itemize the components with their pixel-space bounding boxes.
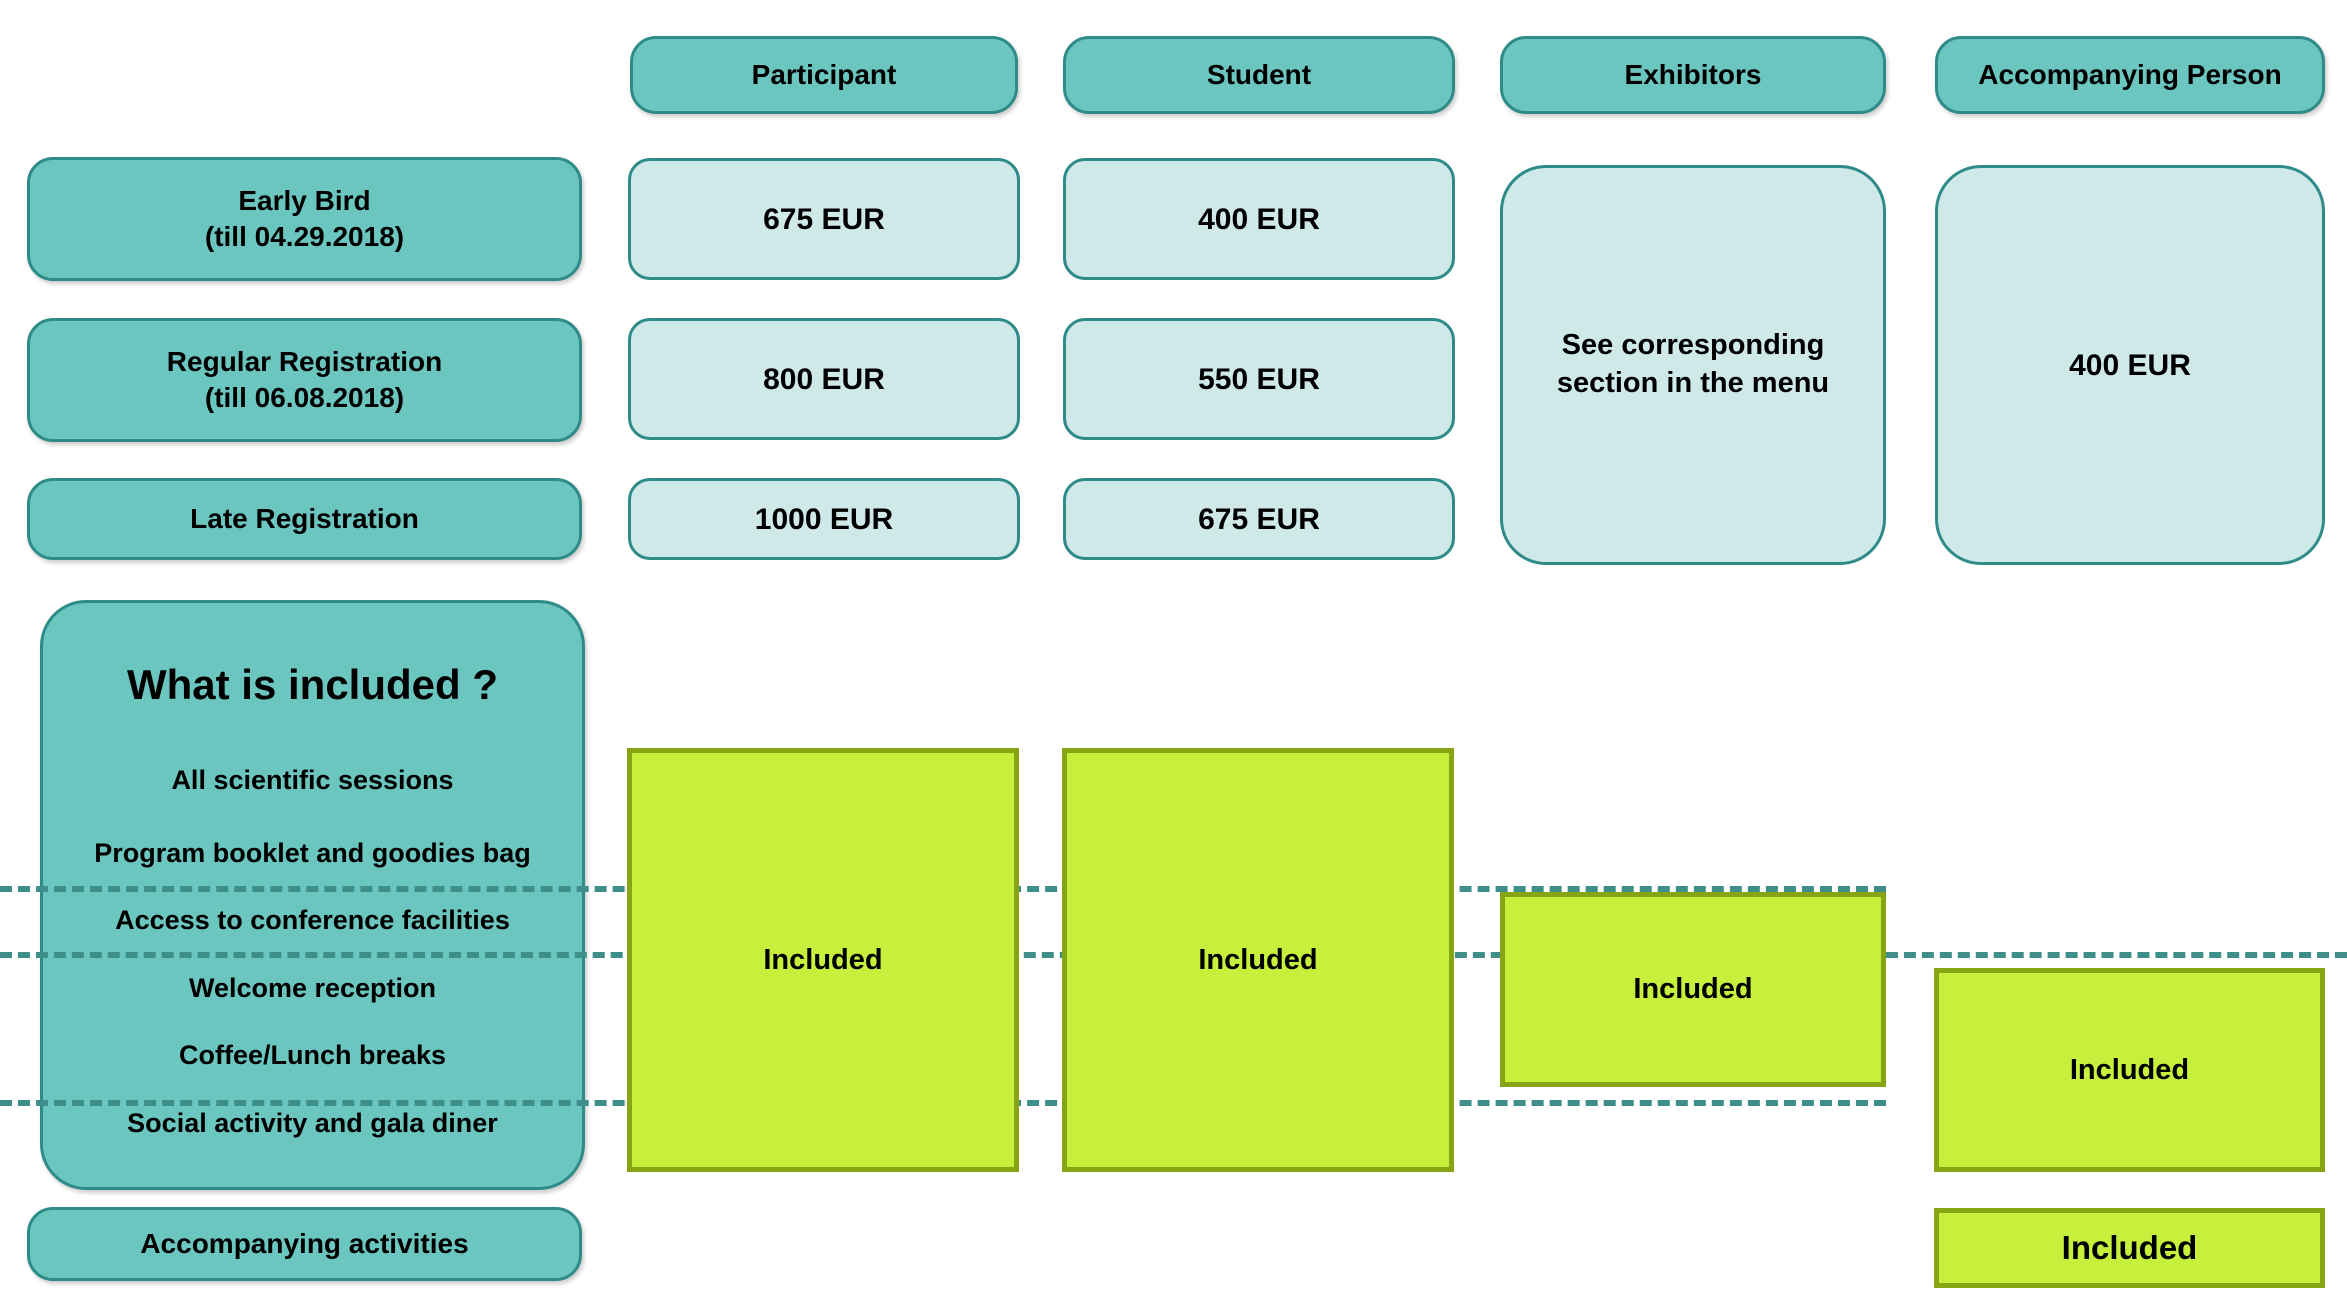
- column-header-label: Participant: [751, 59, 897, 91]
- included-label: Included: [1633, 973, 1753, 1005]
- row-label-line2: (till 06.08.2018): [204, 382, 405, 413]
- price-cell-participant-late[interactable]: 1000 EUR: [628, 478, 1020, 560]
- column-header-label: Student: [1206, 59, 1312, 91]
- benefit-item-social-activity-gala: Social activity and gala diner: [127, 1108, 498, 1138]
- price-cell-participant-early-bird[interactable]: 675 EUR: [628, 158, 1020, 280]
- included-label: Included: [2069, 1053, 2190, 1086]
- row-label-early-bird[interactable]: Early Bird (till 04.29.2018): [27, 157, 582, 281]
- what-is-included-panel: What is included ? All scientific sessio…: [40, 600, 585, 1190]
- row-label-text: Early Bird (till 04.29.2018): [205, 183, 404, 255]
- column-header-student[interactable]: Student: [1063, 36, 1455, 114]
- benefit-item-coffee-lunch-breaks: Coffee/Lunch breaks: [178, 1040, 447, 1070]
- price-value: 400 EUR: [1198, 202, 1320, 236]
- included-mark-participant[interactable]: Included: [627, 748, 1019, 1172]
- row-label-line1: Early Bird: [238, 185, 371, 217]
- row-label-regular-registration[interactable]: Regular Registration (till 06.08.2018): [27, 318, 582, 442]
- row-label-line1: Late Registration: [190, 503, 419, 535]
- row-label-late-registration[interactable]: Late Registration: [27, 478, 582, 560]
- column-header-exhibitors[interactable]: Exhibitors: [1500, 36, 1886, 114]
- column-header-label: Accompanying Person: [1978, 59, 2282, 91]
- price-value: 800 EUR: [763, 362, 885, 396]
- row-label-accompanying-activities[interactable]: Accompanying activities: [27, 1207, 582, 1281]
- price-cell-student-regular[interactable]: 550 EUR: [1063, 318, 1455, 440]
- included-mark-accompanying-activities[interactable]: Included: [1934, 1208, 2325, 1288]
- row-label-text: Regular Registration (till 06.08.2018): [167, 344, 442, 416]
- included-mark-student[interactable]: Included: [1062, 748, 1454, 1172]
- exhibitors-note-line1: See corresponding: [1561, 329, 1825, 362]
- panel-title: What is included ?: [126, 661, 498, 708]
- benefit-item-conference-facilities: Access to conference facilities: [115, 905, 510, 935]
- exhibitors-note-line2: section in the menu: [1556, 367, 1830, 399]
- row-label-text: Accompanying activities: [140, 1228, 469, 1260]
- row-label-line2: (till 04.29.2018): [204, 221, 405, 252]
- price-value: 400 EUR: [2069, 348, 2191, 382]
- price-cell-student-late[interactable]: 675 EUR: [1063, 478, 1455, 560]
- included-label: Included: [1198, 943, 1318, 976]
- column-header-label: Exhibitors: [1624, 59, 1762, 91]
- included-label: Included: [2061, 1229, 2198, 1266]
- included-mark-exhibitors[interactable]: Included: [1500, 892, 1886, 1087]
- price-cell-accompanying-person[interactable]: 400 EUR: [1935, 165, 2325, 565]
- price-value: 675 EUR: [1198, 502, 1320, 536]
- benefit-item-program-booklet: Program booklet and goodies bag: [94, 838, 531, 868]
- price-cell-exhibitors-note[interactable]: See corresponding section in the menu: [1500, 165, 1886, 565]
- included-label: Included: [763, 943, 883, 976]
- benefit-item-all-scientific-sessions: All scientific sessions: [171, 765, 454, 795]
- price-value: 675 EUR: [763, 202, 885, 236]
- column-header-participant[interactable]: Participant: [630, 36, 1018, 114]
- price-cell-student-early-bird[interactable]: 400 EUR: [1063, 158, 1455, 280]
- benefit-item-welcome-reception: Welcome reception: [188, 973, 437, 1003]
- column-header-accompanying-person[interactable]: Accompanying Person: [1935, 36, 2325, 114]
- included-mark-accompanying-person[interactable]: Included: [1934, 968, 2325, 1172]
- price-value: 550 EUR: [1198, 362, 1320, 396]
- price-cell-participant-regular[interactable]: 800 EUR: [628, 318, 1020, 440]
- row-label-line1: Regular Registration: [166, 346, 443, 378]
- exhibitors-note-text: See corresponding section in the menu: [1557, 327, 1829, 402]
- price-value: 1000 EUR: [754, 502, 894, 536]
